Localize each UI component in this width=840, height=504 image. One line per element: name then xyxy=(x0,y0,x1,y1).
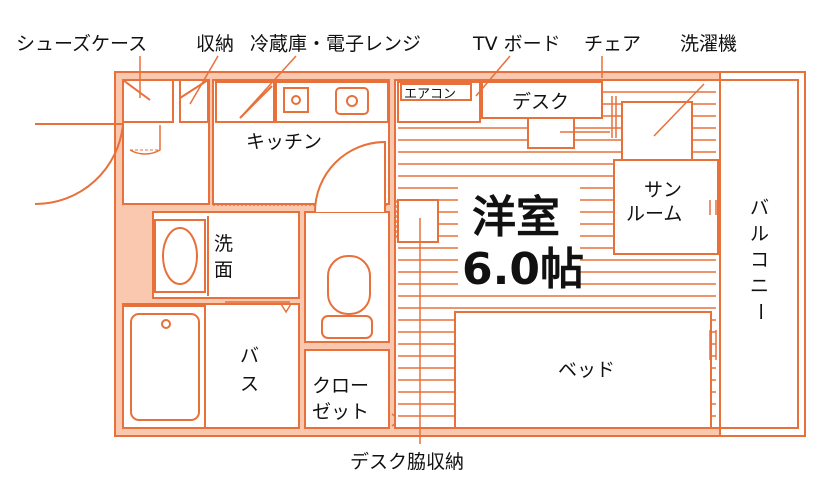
entrance-door-swing xyxy=(34,123,124,206)
label-balcony-1: バ xyxy=(750,197,769,219)
label-closet-1: クロー xyxy=(312,375,369,397)
bed xyxy=(454,311,712,429)
leader-lines xyxy=(139,55,705,444)
label-sunroom-1: サン xyxy=(644,179,682,201)
label-fridge-microwave: 冷蔵庫・電子レンジ xyxy=(250,33,421,55)
label-closet-2: ゼット xyxy=(312,401,369,423)
toilet xyxy=(321,315,373,339)
label-room-size: 6.0帖 xyxy=(462,244,584,295)
label-washer: 洗濯機 xyxy=(680,33,737,55)
label-balcony-2: ル xyxy=(750,223,769,245)
washer xyxy=(621,101,693,161)
label-bed: ベッド xyxy=(558,359,615,381)
label-aircon: エアコン xyxy=(404,87,456,102)
fridge xyxy=(215,81,275,123)
label-washroom-1: 洗 xyxy=(214,233,233,255)
label-balcony-4: ニ xyxy=(750,275,769,297)
label-bath-2: ス xyxy=(240,373,259,395)
chair xyxy=(527,117,575,149)
sunroom xyxy=(613,159,719,255)
aircon xyxy=(400,83,472,101)
label-chair: チェア xyxy=(584,33,641,55)
toilet-area xyxy=(304,211,390,343)
storage-box xyxy=(179,79,209,123)
label-western-room: 洋室 xyxy=(472,192,560,243)
label-storage: 収納 xyxy=(196,33,234,55)
label-tv-board: TV ボード xyxy=(472,33,561,55)
label-desk: デスク xyxy=(512,91,569,113)
label-kitchen: キッチン xyxy=(246,131,322,153)
label-balcony-5: ー xyxy=(749,302,771,321)
label-bath-1: バ xyxy=(240,345,259,367)
desk-side-storage xyxy=(397,199,439,243)
label-balcony-3: コ xyxy=(750,249,769,271)
stove xyxy=(283,87,309,113)
label-shoe-case: シューズケース xyxy=(16,33,147,55)
bathtub xyxy=(122,305,206,429)
balcony-rail xyxy=(719,79,799,429)
label-sunroom-2: ルーム xyxy=(626,203,682,225)
closet-area xyxy=(304,349,390,429)
label-desk-side-storage: デスク脇収納 xyxy=(350,451,464,473)
sink xyxy=(335,87,369,115)
label-washroom-2: 面 xyxy=(214,259,233,281)
toilet-door-swing xyxy=(314,140,386,213)
desk xyxy=(481,81,603,119)
